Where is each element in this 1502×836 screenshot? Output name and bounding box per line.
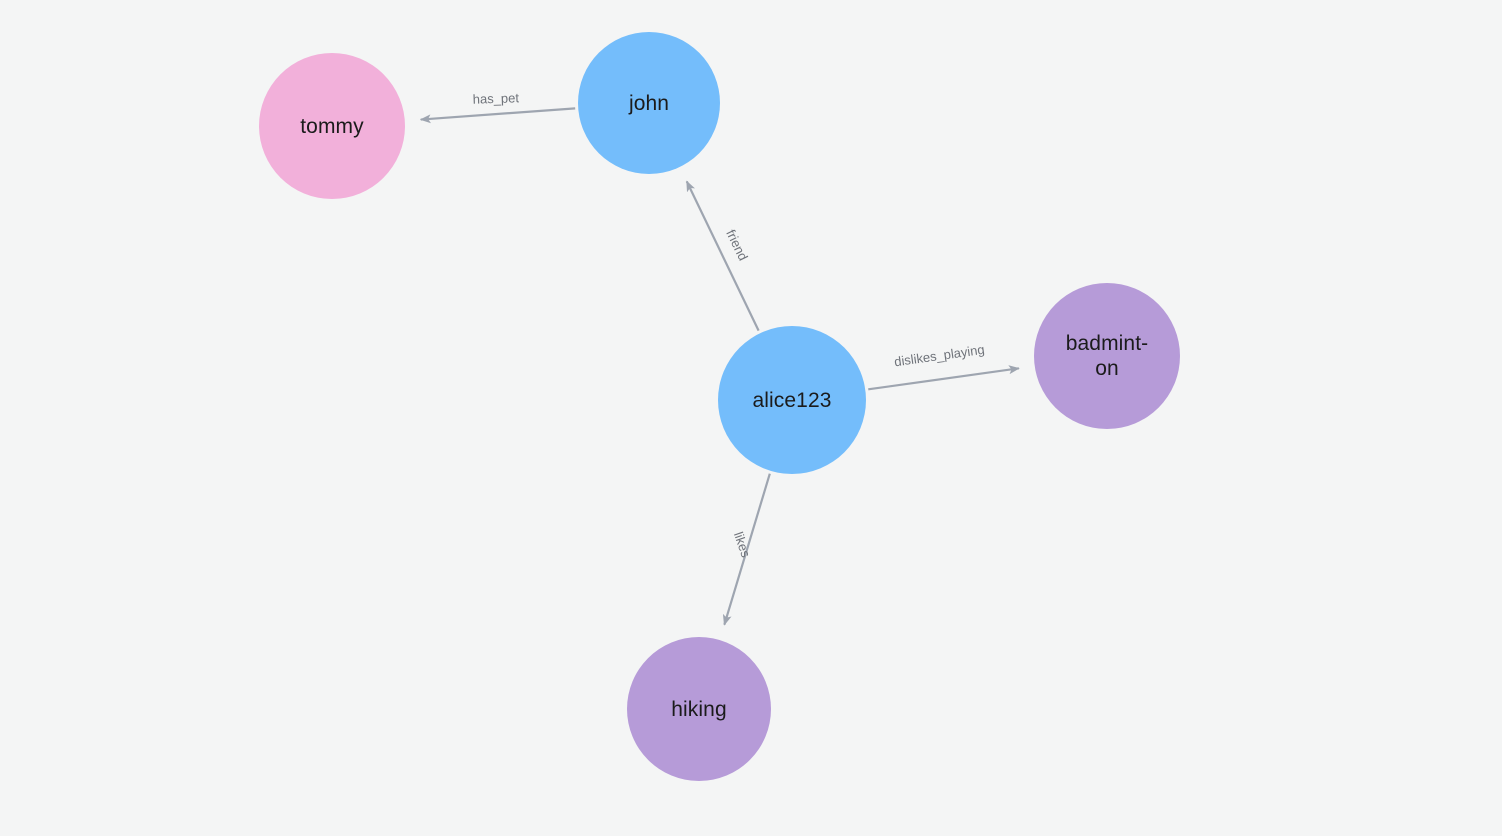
graph-node-label-badminton: badmint- on (1065, 332, 1149, 380)
graph-edge-alice123-badminton[interactable] (868, 365, 1020, 391)
graph-edge-alice123-john[interactable] (685, 180, 760, 332)
graph-node-label-john: john (628, 91, 670, 115)
graph-edge-label-alice123-john: friend (723, 227, 751, 263)
graph-edge-label-alice123-badminton: dislikes_playing (893, 342, 985, 370)
graph-edge-label-alice123-hiking: likes (731, 530, 754, 560)
graph-edge-alice123-hiking[interactable] (722, 473, 771, 626)
graph-node-badminton[interactable]: badmint- on (1034, 283, 1180, 429)
graph-node-hiking[interactable]: hiking (627, 637, 771, 781)
graph-node-label-alice123: alice123 (752, 388, 832, 412)
graph-edge-john-tommy[interactable] (419, 107, 576, 124)
graph-node-label-tommy: tommy (300, 114, 364, 138)
graph-node-john[interactable]: john (578, 32, 720, 174)
graph-node-alice123[interactable]: alice123 (718, 326, 866, 474)
graph-node-tommy[interactable]: tommy (259, 53, 405, 199)
graph-edge-label-john-tommy: has_pet (472, 90, 519, 107)
graph-node-label-hiking: hiking (671, 697, 727, 721)
